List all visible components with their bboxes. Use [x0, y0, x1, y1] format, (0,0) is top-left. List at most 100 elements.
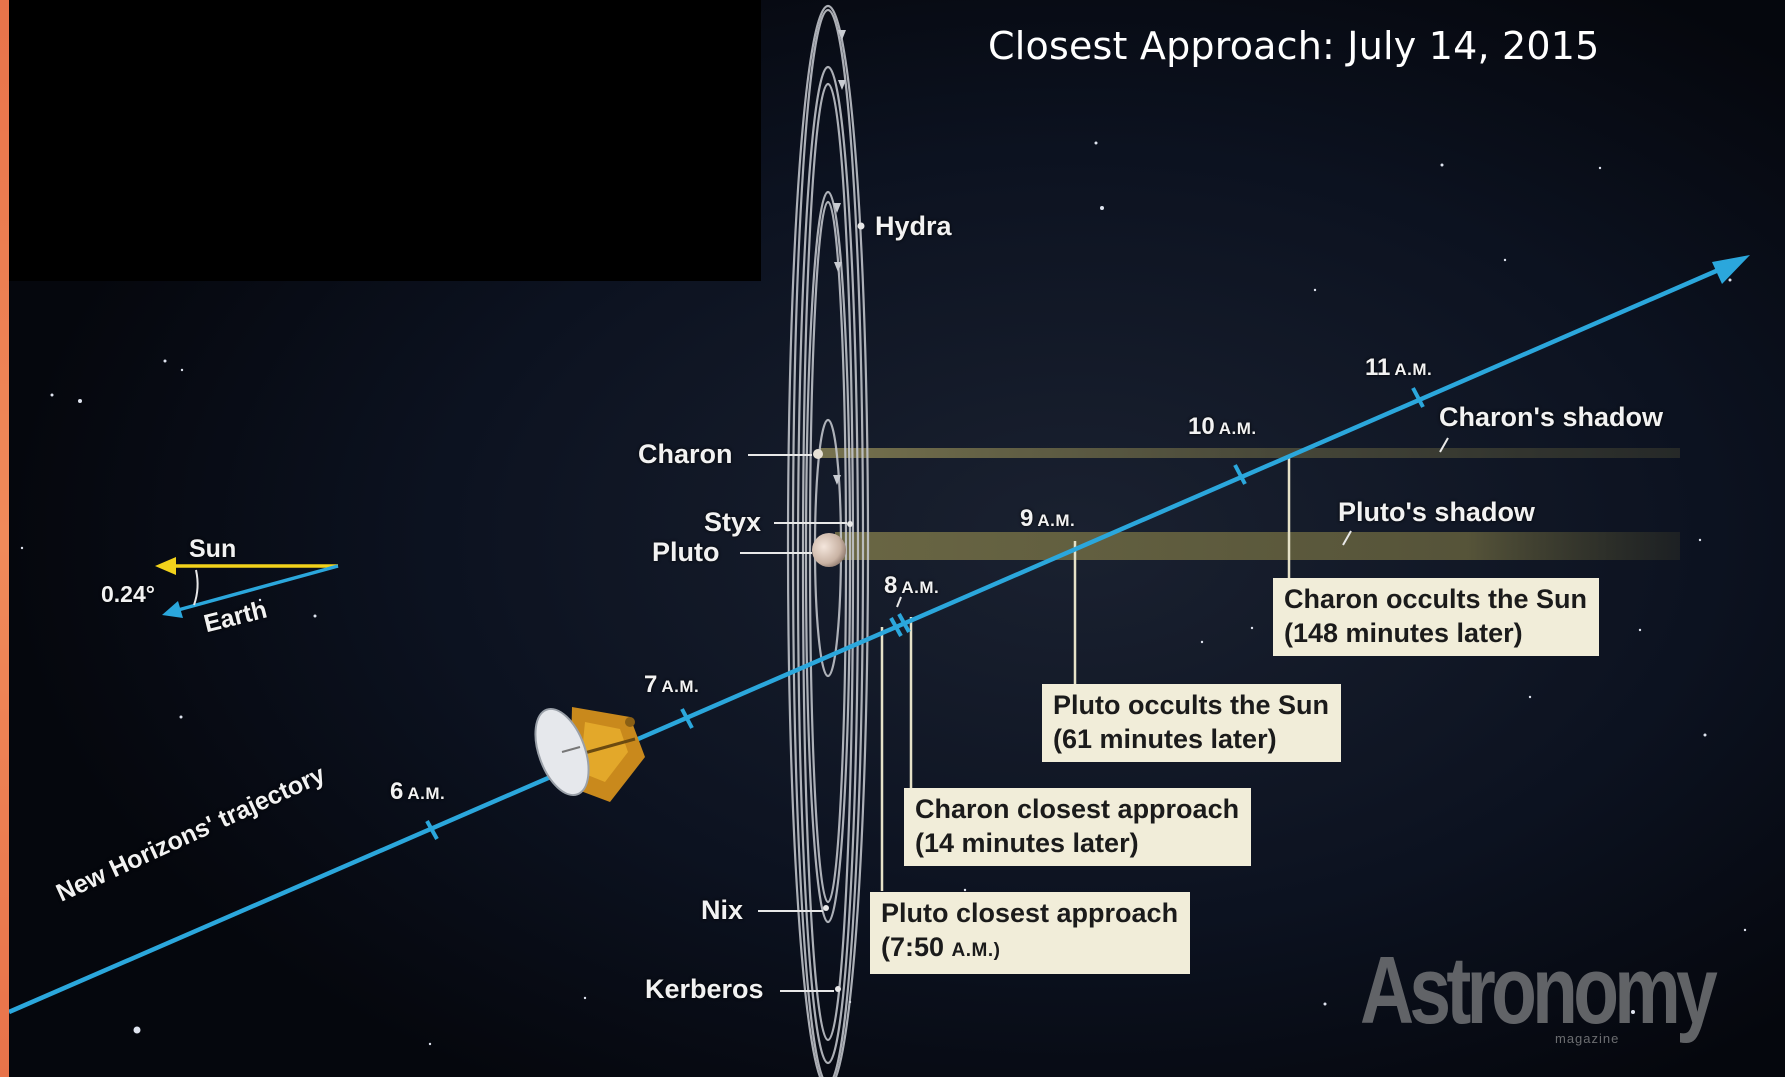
pluto-body: [812, 533, 846, 567]
orbit-direction-arrows: [833, 30, 846, 485]
callout-detail: (148 minutes later): [1284, 618, 1523, 648]
sun-arrowhead: [155, 557, 176, 575]
star: [258, 598, 262, 602]
pluto-shadow-tick: [1342, 530, 1352, 546]
direction-key: [155, 557, 339, 618]
earth-direction-line: [177, 564, 339, 612]
styx-orbit: [804, 190, 852, 924]
callout-detail: (14 minutes later): [915, 828, 1139, 858]
star: [180, 368, 184, 372]
orbit-arrow: [833, 475, 841, 485]
charon-occults-callout: Charon occults the Sun (148 minutes late…: [1273, 578, 1600, 656]
orbit-arrow: [833, 203, 841, 213]
shadow-label-ticks: [896, 437, 1449, 608]
star: [163, 359, 167, 363]
star: [50, 393, 54, 397]
new-horizons-spacecraft: [534, 707, 645, 802]
star: [1440, 163, 1444, 167]
styx-dot: [847, 521, 853, 527]
charon-label: Charon: [638, 439, 733, 469]
kerberos-dot: [835, 986, 841, 992]
kerberos-orbit: [791, 9, 865, 1077]
pluto-label: Pluto: [652, 537, 720, 567]
star: [1638, 628, 1642, 632]
star: [1598, 166, 1602, 170]
charon-shadow-label: Charon's shadow: [1439, 402, 1663, 432]
trajectory-arrowhead: [1712, 255, 1750, 284]
nix-orbit: [801, 82, 855, 1042]
star: [428, 1042, 432, 1046]
callout-connectors: [880, 457, 1291, 891]
star: [78, 399, 82, 403]
pluto-shadow-label: Pluto's shadow: [1338, 497, 1535, 527]
callout-detail: (7:50 A.M.): [881, 932, 1001, 962]
tick-10am: [1233, 464, 1247, 485]
eight-am-tick-mark: [896, 596, 902, 608]
tick-8am-b: [897, 613, 911, 633]
star: [1094, 141, 1098, 145]
pluto-occults-callout: Pluto occults the Sun (61 minutes later): [1042, 684, 1342, 762]
star: [20, 546, 24, 550]
star: [583, 996, 587, 1000]
charon-shadow-band: [820, 448, 1680, 458]
moon-leader-lines: [740, 454, 847, 992]
outer-hydra-orbit: [796, 65, 860, 1065]
hydra-orbit: [786, 5, 870, 1077]
star: [1313, 288, 1317, 292]
star: [1323, 1002, 1327, 1006]
left-edge-strip: [0, 0, 9, 1077]
star: [1743, 928, 1747, 932]
callout-detail: (61 minutes later): [1053, 724, 1277, 754]
callout-title: Pluto closest approach: [881, 898, 1179, 928]
astronomy-logo-subtitle: magazine: [1555, 1031, 1620, 1046]
callout-title: Pluto occults the Sun: [1053, 690, 1330, 720]
star: [1728, 278, 1732, 282]
star: [1200, 640, 1204, 644]
star: [1503, 258, 1507, 262]
astronomy-logo: Astronomy: [1360, 937, 1718, 1044]
angle-label: 0.24°: [101, 581, 155, 607]
orbit-arrow: [838, 30, 846, 40]
nix-dot: [823, 905, 829, 911]
star: [133, 1026, 141, 1034]
star: [179, 715, 183, 719]
callout-title: Charon closest approach: [915, 794, 1240, 824]
sun-label: Sun: [189, 535, 237, 563]
star: [1100, 206, 1104, 210]
charon-body: [813, 449, 823, 459]
star: [313, 614, 317, 618]
star: [1698, 538, 1702, 542]
star: [1250, 626, 1254, 630]
nix-label: Nix: [701, 895, 744, 925]
callout-title: Charon occults the Sun: [1284, 584, 1588, 614]
tick-8am-a: [889, 617, 903, 637]
new-horizons-trajectory-line: [8, 262, 1731, 1015]
styx-label: Styx: [704, 507, 762, 537]
star: [1703, 733, 1707, 737]
page-title: Closest Approach: July 14, 2015: [988, 24, 1600, 68]
earth-arrowhead: [162, 601, 183, 618]
tick-6am: [425, 820, 439, 840]
pluto-shadow-band: [835, 532, 1680, 560]
orbit-arrow: [838, 80, 846, 90]
blank-inset-panel: [9, 0, 761, 281]
kerberos-label: Kerberos: [645, 974, 764, 1004]
charon-shadow-tick: [1439, 437, 1449, 453]
hydra-label: Hydra: [875, 211, 952, 241]
star: [1528, 695, 1532, 699]
orbit-arrow: [834, 262, 842, 272]
star: [963, 888, 967, 892]
moon-orbits: [786, 5, 870, 1077]
star: [1631, 1010, 1635, 1014]
angle-arc: [193, 569, 199, 606]
hydra-dot: [857, 222, 865, 230]
charon-closest-callout: Charon closest approach (14 minutes late…: [904, 788, 1252, 866]
tick-11am: [1411, 387, 1425, 408]
